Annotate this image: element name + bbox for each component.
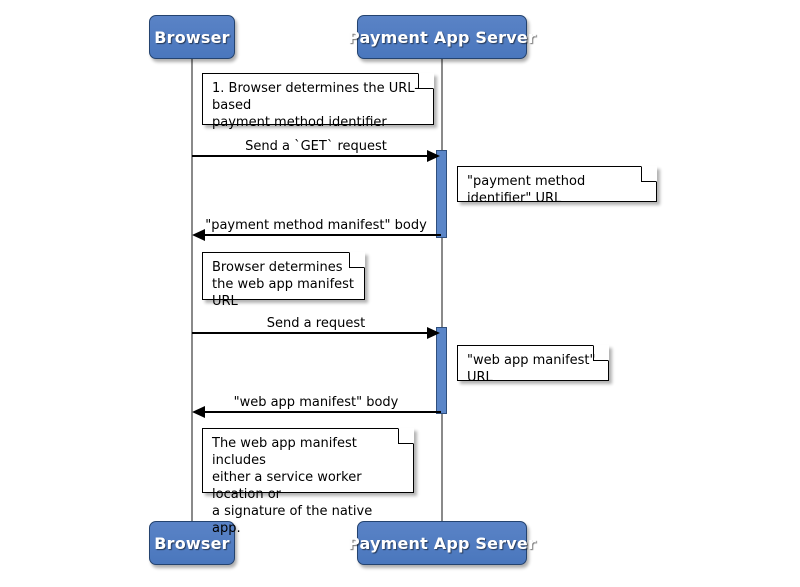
message-1-arrowhead-icon xyxy=(427,150,440,162)
note-4-text: "web app manifest" URL xyxy=(467,353,596,385)
note-5-text: The web app manifest includes either a s… xyxy=(212,436,373,536)
message-2-line xyxy=(205,234,441,236)
activation-server-1 xyxy=(436,150,447,238)
message-3-label: Send a request xyxy=(266,316,366,331)
note-web-app-manifest-url: "web app manifest" URL xyxy=(457,345,609,385)
actor-server-top-label: Payment App Server xyxy=(347,27,537,47)
actor-browser-top[interactable]: Browser xyxy=(149,15,235,59)
note-browser-determines-manifest-url: Browser determines the web app manifest … xyxy=(202,252,365,309)
message-3-line xyxy=(192,332,428,334)
message-1-label: Send a `GET` request xyxy=(245,139,387,154)
message-4-line xyxy=(205,411,441,413)
note-web-app-manifest-includes: The web app manifest includes either a s… xyxy=(202,428,414,536)
actor-browser-bottom-label: Browser xyxy=(154,533,230,553)
message-4-arrowhead-icon xyxy=(192,406,205,418)
actor-server-top[interactable]: Payment App Server xyxy=(348,15,536,59)
message-2-arrowhead-icon xyxy=(192,229,205,241)
note-browser-determines-identifier: 1. Browser determines the URL-based paym… xyxy=(202,73,434,130)
note-3-text: Browser determines the web app manifest … xyxy=(212,260,355,309)
actor-server-bottom-label: Payment App Server xyxy=(347,533,537,553)
actor-browser-bottom[interactable]: Browser xyxy=(149,521,235,565)
lifeline-server xyxy=(441,58,443,523)
message-3-arrowhead-icon xyxy=(427,327,440,339)
actor-server-bottom[interactable]: Payment App Server xyxy=(348,521,536,565)
note-2-text: "payment method identifier" URL xyxy=(467,174,586,206)
note-payment-method-identifier-url: "payment method identifier" URL xyxy=(457,166,657,206)
lifeline-browser xyxy=(191,58,193,523)
message-2-label: "payment method manifest" body xyxy=(205,218,427,233)
activation-server-2 xyxy=(436,327,447,414)
message-1-line xyxy=(192,155,428,157)
actor-browser-top-label: Browser xyxy=(154,27,230,47)
note-1-text: 1. Browser determines the URL-based paym… xyxy=(212,81,419,130)
message-4-label: "web app manifest" body xyxy=(233,395,399,410)
